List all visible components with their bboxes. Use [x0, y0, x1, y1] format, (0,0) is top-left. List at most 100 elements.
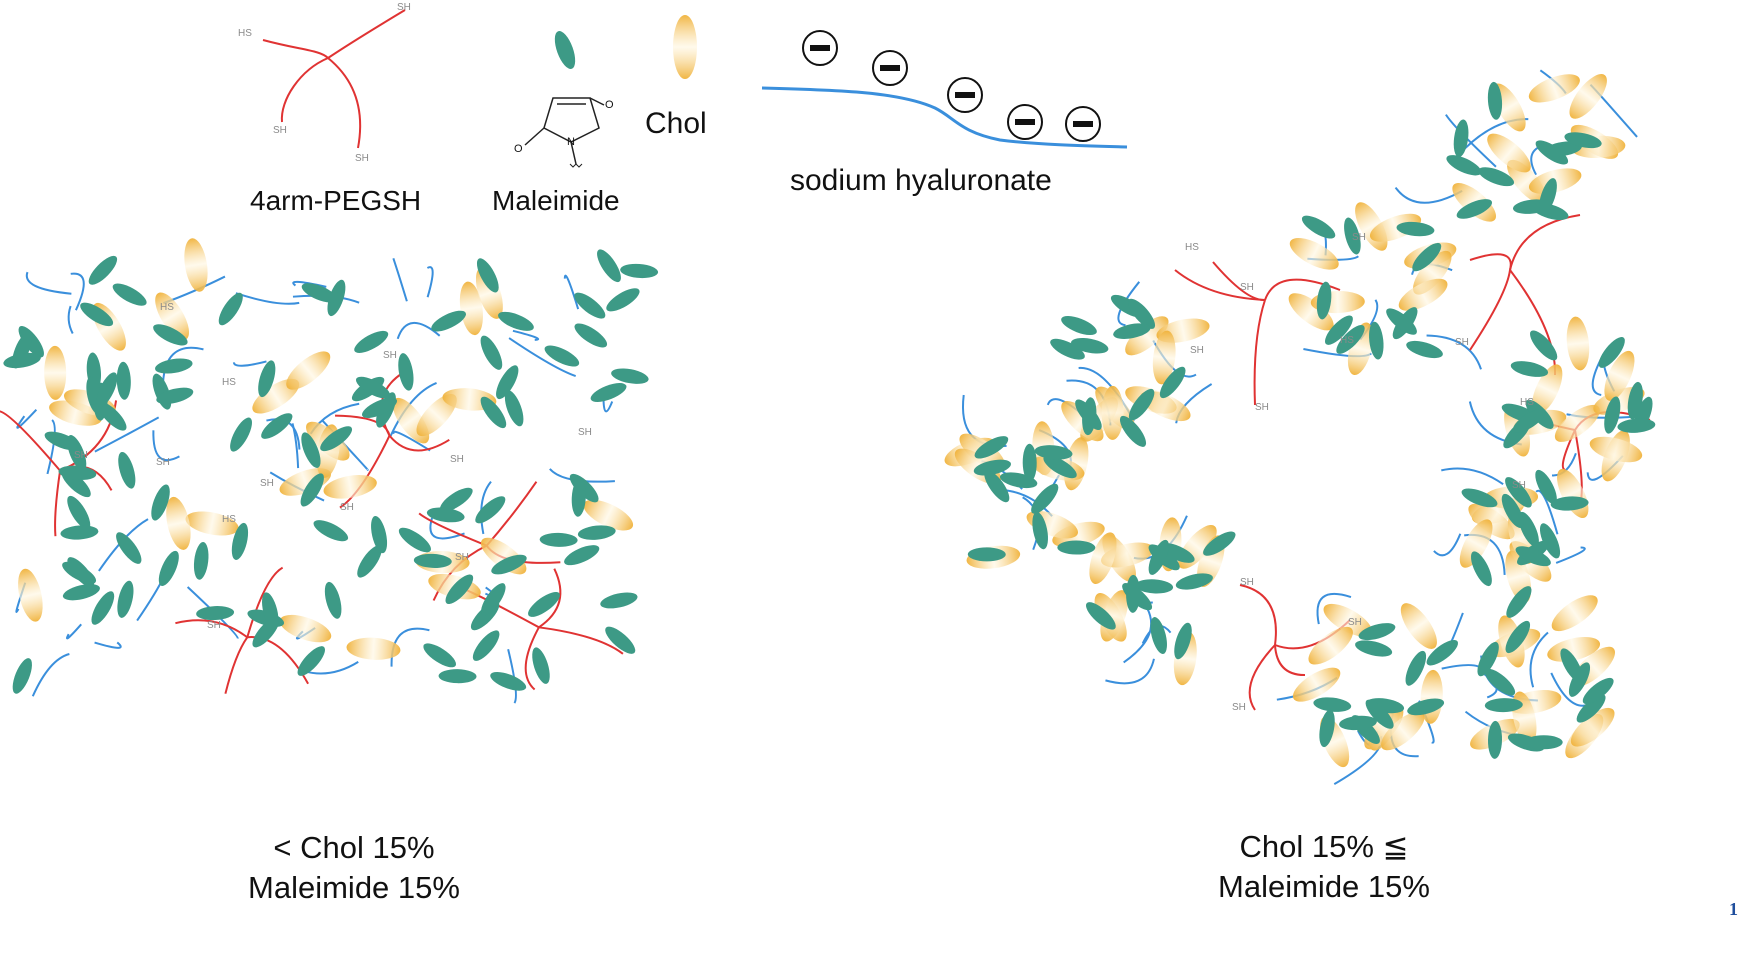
maleimide-particle — [480, 335, 503, 370]
chol-particle — [1398, 278, 1448, 311]
maleimide-particle — [67, 557, 95, 588]
peg-arm — [388, 435, 450, 452]
maleimide-particle — [1598, 336, 1625, 368]
maleimide-particle — [413, 553, 452, 568]
legend: HS SH SH SH 4arm-PEGSH O O N Maleimide C… — [238, 2, 1128, 216]
maleimide-particle — [1113, 323, 1151, 339]
maleimide-particle — [354, 330, 389, 353]
end-label: SH — [74, 450, 88, 461]
peg-arm — [54, 470, 62, 537]
hyaluronate-chain — [266, 418, 301, 450]
maleimide-particle — [356, 376, 391, 399]
hyaluronate-chain — [46, 419, 56, 475]
maleimide-particle — [1319, 709, 1335, 748]
hyaluronate-chain — [508, 337, 577, 378]
maleimide-particle — [1313, 697, 1352, 712]
hyaluronate-chain — [152, 430, 180, 462]
maleimide-particle — [398, 527, 432, 553]
maleimide-particle — [439, 487, 473, 512]
peg-arm — [1174, 269, 1266, 301]
legend-maleimide-n: N — [567, 136, 575, 148]
maleimide-particle — [151, 484, 170, 521]
legend-maleimide-o1: O — [605, 99, 614, 111]
maleimide-particle — [1461, 488, 1498, 508]
maleimide-particle — [1031, 483, 1059, 514]
page-number: 1 — [1729, 899, 1738, 919]
end-label: SH — [1512, 480, 1526, 491]
hyaluronate-chain — [65, 623, 82, 640]
maleimide-particle — [491, 554, 527, 575]
legend-negative-charges — [802, 30, 1101, 142]
maleimide-particle — [1043, 455, 1077, 479]
maleimide-particle — [1174, 622, 1192, 660]
maleimide-particle — [620, 263, 659, 279]
maleimide-particle — [967, 547, 1006, 562]
maleimide-particle — [1627, 381, 1643, 420]
maleimide-particle — [1339, 715, 1377, 731]
maleimide-particle — [1582, 677, 1614, 705]
maleimide-particle — [1203, 531, 1236, 556]
maleimide-particle — [96, 372, 118, 408]
maleimide-particle — [1518, 511, 1539, 547]
hyaluronate-chain — [1105, 658, 1155, 685]
maleimide-particle — [1336, 325, 1365, 354]
hyaluronate-chain — [392, 430, 431, 452]
maleimide-particle — [1501, 493, 1524, 528]
chol-particle — [1100, 590, 1129, 642]
hyaluronate-chain — [480, 480, 492, 535]
maleimide-particle — [1604, 396, 1621, 434]
maleimide-particle — [1050, 338, 1085, 360]
maleimide-particle — [1406, 340, 1443, 359]
chol-particle — [1308, 626, 1353, 665]
maleimide-particle — [574, 292, 606, 319]
peg-arm — [538, 568, 562, 629]
maleimide-particle — [1128, 298, 1156, 329]
peg-arm — [1248, 644, 1276, 711]
hyaluronate-chain — [94, 641, 122, 649]
chol-particle — [459, 281, 483, 336]
maleimide-particle — [1159, 366, 1186, 399]
maleimide-particle — [1487, 720, 1503, 759]
peg-arm — [1212, 261, 1266, 302]
chol-particle — [1152, 330, 1176, 385]
maleimide-particle — [301, 432, 321, 468]
maleimide-particle — [1070, 338, 1109, 354]
maleimide-particle — [426, 507, 465, 523]
maleimide-particle — [1576, 694, 1606, 723]
legend-peg-sh-label-2: SH — [273, 125, 287, 136]
maleimide-particle — [438, 669, 477, 684]
negative-charge-icon — [947, 77, 983, 113]
chol-particle — [155, 292, 190, 341]
hyaluronate-chain — [94, 416, 160, 453]
peg-arm — [1274, 644, 1306, 677]
maleimide-particle — [1301, 215, 1336, 239]
maleimide-particle — [362, 397, 398, 419]
maleimide-particle — [1119, 415, 1147, 447]
right-maleimide-particles — [967, 81, 1656, 759]
peg-arm — [1509, 214, 1581, 271]
maleimide-particle — [1515, 546, 1551, 567]
maleimide-particle — [1355, 640, 1393, 657]
maleimide-particle — [1407, 698, 1445, 716]
maleimide-particle — [1316, 281, 1332, 320]
legend-chol-label: Chol — [645, 107, 707, 140]
maleimide-particle — [445, 574, 474, 605]
maleimide-particle — [158, 550, 179, 587]
maleimide-particle — [974, 436, 1009, 459]
maleimide-particle — [1369, 321, 1384, 360]
maleimide-particle — [1344, 217, 1361, 255]
chol-particle — [1292, 667, 1341, 702]
maleimide-particle — [118, 451, 136, 489]
maleimide-particle — [300, 473, 324, 507]
maleimide-particle — [1484, 698, 1523, 713]
maleimide-particle — [1568, 662, 1591, 697]
maleimide-particle — [301, 283, 338, 303]
peg-arm — [175, 619, 248, 639]
maleimide-particle — [606, 288, 640, 312]
end-label: SH — [207, 620, 221, 631]
hyaluronate-chain — [389, 382, 437, 437]
chol-particle — [286, 351, 331, 390]
hyaluronate-chain — [602, 400, 614, 413]
